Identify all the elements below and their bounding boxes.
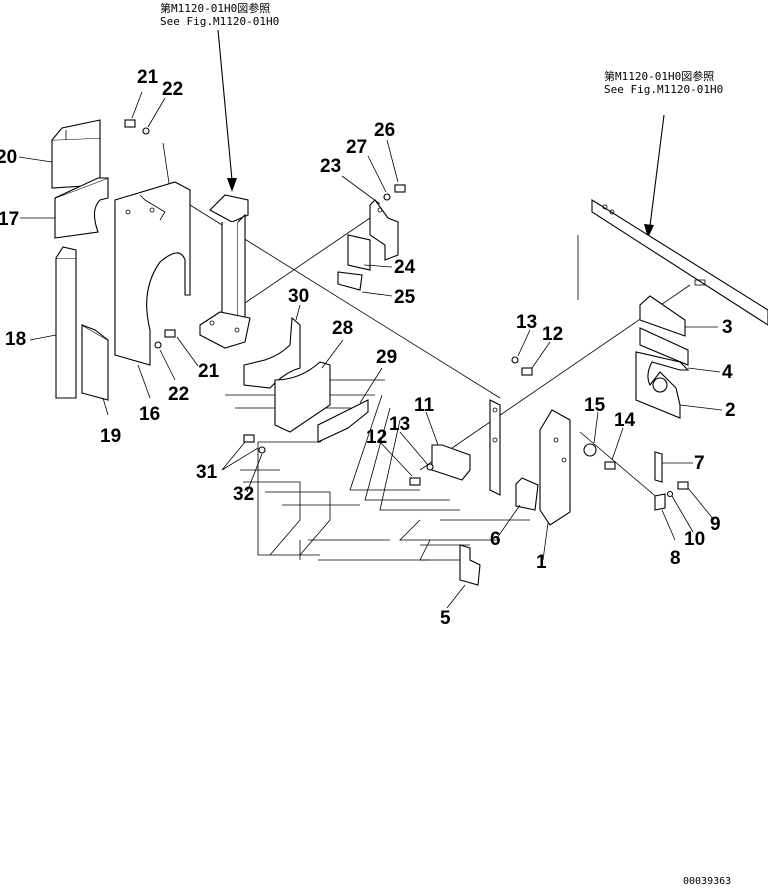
callout-7: 7 bbox=[694, 453, 705, 474]
part-23-bracket bbox=[369, 199, 399, 261]
callout-25: 25 bbox=[394, 287, 416, 308]
callout-27: 27 bbox=[346, 137, 367, 158]
reference-top: 第M1120-01H0図参照 See Fig.M1120-01H0 bbox=[160, 1, 279, 28]
part-11-bracket bbox=[431, 399, 501, 496]
callout-30: 30 bbox=[288, 286, 309, 307]
part-25 bbox=[337, 271, 363, 291]
callout-2: 2 bbox=[725, 400, 736, 421]
reference-right: 第M1120-01H0図参照 See Fig.M1120-01H0 bbox=[604, 69, 723, 96]
reference-arrows bbox=[217, 29, 665, 238]
part-15 bbox=[583, 443, 597, 457]
callout-10: 10 bbox=[684, 529, 705, 550]
callout-18: 18 bbox=[5, 329, 26, 350]
part-17 bbox=[54, 177, 109, 239]
part-3 bbox=[639, 295, 686, 337]
center-column bbox=[199, 194, 251, 349]
callout-12-lower: 12 bbox=[366, 427, 387, 448]
callout-14: 14 bbox=[614, 410, 636, 431]
part-2 bbox=[635, 351, 690, 419]
reference-top-en: See Fig.M1120-01H0 bbox=[160, 15, 279, 28]
callout-8: 8 bbox=[670, 548, 681, 569]
callout-16: 16 bbox=[139, 404, 160, 425]
reference-top-jp: 第M1120-01H0図参照 bbox=[160, 1, 270, 15]
callout-17: 17 bbox=[0, 209, 19, 230]
callout-13-lower: 13 bbox=[389, 414, 410, 435]
callout-23: 23 bbox=[320, 156, 341, 177]
callout-20: 20 bbox=[0, 147, 17, 168]
part-18 bbox=[55, 246, 77, 399]
bolt-12-13-lower bbox=[409, 463, 434, 486]
callout-22-lower: 22 bbox=[168, 384, 189, 405]
callout-21-upper: 21 bbox=[137, 67, 159, 88]
bolt-12-13-middle bbox=[511, 356, 533, 376]
callout-12-upper: 12 bbox=[542, 324, 563, 345]
callout-22-upper: 22 bbox=[162, 79, 183, 100]
reference-right-jp: 第M1120-01H0図参照 bbox=[604, 69, 714, 83]
callout-13-upper: 13 bbox=[516, 312, 537, 333]
part-20 bbox=[51, 119, 101, 189]
part-29 bbox=[317, 399, 369, 443]
drawing-code: 00039363 bbox=[683, 876, 731, 887]
leader-lines bbox=[18, 91, 723, 609]
callout-11: 11 bbox=[414, 395, 435, 416]
callout-15: 15 bbox=[584, 395, 606, 416]
callout-9: 9 bbox=[710, 514, 721, 535]
bolt-21-lower bbox=[154, 329, 176, 349]
part-24 bbox=[347, 234, 371, 271]
callout-31: 31 bbox=[196, 462, 218, 483]
part-4 bbox=[639, 327, 689, 366]
part-16 bbox=[114, 181, 191, 366]
callout-1: 1 bbox=[536, 552, 547, 573]
part-19 bbox=[81, 324, 109, 401]
callout-3: 3 bbox=[722, 317, 733, 338]
callout-6: 6 bbox=[490, 529, 501, 550]
callout-24: 24 bbox=[394, 257, 416, 278]
bolt-14 bbox=[604, 461, 616, 470]
bolt-31-32 bbox=[243, 434, 266, 454]
callout-29: 29 bbox=[376, 347, 397, 368]
part-28 bbox=[274, 361, 331, 433]
callout-21-lower: 21 bbox=[198, 361, 220, 382]
part-7 bbox=[654, 451, 663, 483]
callout-32: 32 bbox=[233, 484, 254, 505]
reference-right-en: See Fig.M1120-01H0 bbox=[604, 83, 723, 96]
callout-19: 19 bbox=[100, 426, 121, 447]
callout-28: 28 bbox=[332, 318, 353, 339]
callout-labels: 1 2 3 4 5 6 7 8 9 10 11 12 12 13 13 14 1… bbox=[0, 67, 736, 629]
part-8-9-10 bbox=[654, 481, 689, 511]
part-1 bbox=[539, 409, 571, 526]
part-5 bbox=[459, 544, 481, 586]
callout-5: 5 bbox=[440, 608, 451, 629]
reference-bar bbox=[591, 199, 768, 326]
bolt-26-27 bbox=[383, 184, 406, 201]
callout-4: 4 bbox=[722, 362, 733, 383]
callout-26: 26 bbox=[374, 120, 395, 141]
part-6 bbox=[515, 477, 539, 511]
bolt-21-upper bbox=[124, 119, 150, 135]
